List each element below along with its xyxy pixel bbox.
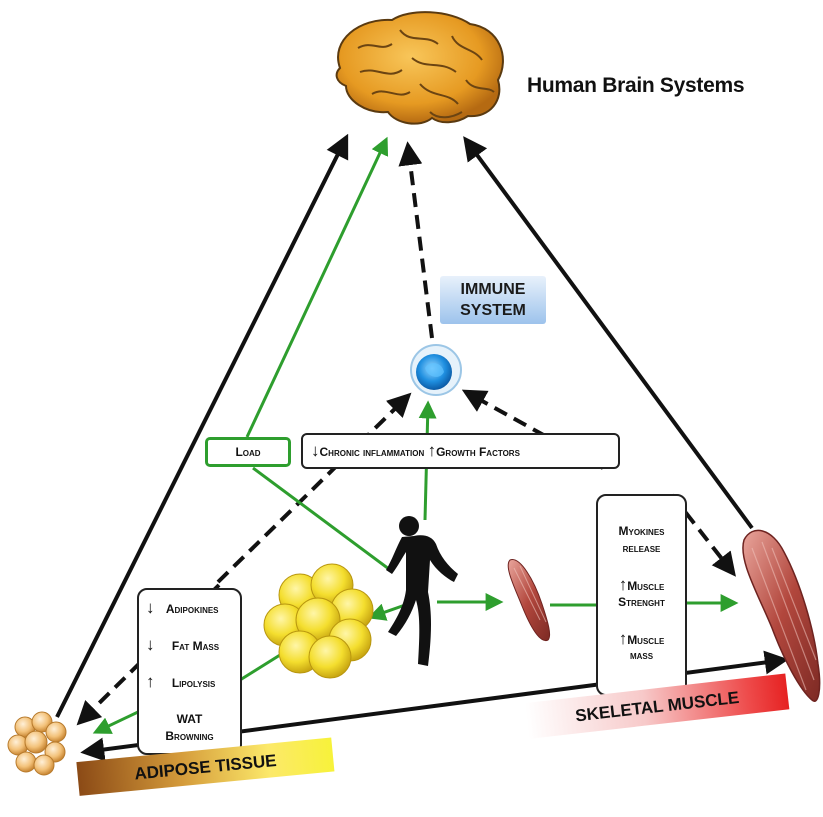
adipose-effects-box: ↓ Adipokines ↓ Fat Mass ↑ Lipolysis WAT … (137, 588, 242, 755)
up-arrow-icon: ↑ (619, 575, 628, 594)
brain-icon (337, 12, 503, 124)
small-muscle-icon (508, 560, 549, 641)
factors-box: ↓Chronic inflammation ↑Growth Factors (301, 433, 620, 469)
muscle-label-2: Muscle (627, 633, 664, 647)
dashed-arrow-fat-to-immune (218, 396, 408, 582)
down-arrow-icon: ↓ (146, 635, 155, 654)
down-arrow-icon: ↓ (146, 598, 155, 617)
runner-icon (386, 516, 458, 666)
muscle-effects-box: Myokines release ↑Muscle Strenght ↑Muscl… (596, 494, 687, 696)
green-arrow-load-to-brain (247, 140, 386, 437)
immune-line-2: SYSTEM (440, 300, 546, 321)
fat-mass-row: ↓ Fat Mass (146, 635, 247, 655)
diagram-title: Human Brain Systems (527, 74, 744, 98)
lipolysis-row: ↑ Lipolysis (146, 672, 247, 692)
immune-cell-icon (411, 345, 461, 395)
immune-line-1: IMMUNE (440, 279, 546, 300)
muscle-mass-line1: ↑Muscle (598, 629, 685, 649)
green-line-load-to-runner (253, 468, 393, 572)
adipokines-row: ↓ Adipokines (146, 598, 247, 618)
myokines-label: Myokines (598, 524, 685, 538)
fat-cluster-icon (264, 564, 373, 678)
arrow-muscle-to-brain (466, 140, 752, 528)
up-arrow-icon: ↑ (146, 672, 155, 691)
strenght-label: Strenght (598, 595, 685, 609)
wat-label: WAT (139, 712, 240, 726)
muscle-label-1: Muscle (627, 579, 664, 593)
green-arrow-box-to-adipose (96, 712, 138, 732)
growth-factors-label: Growth Factors (436, 445, 520, 459)
chronic-inflammation-label: Chronic inflammation (320, 445, 425, 459)
down-arrow-icon: ↓ (311, 441, 320, 460)
release-label: release (598, 541, 685, 555)
up-arrow-icon: ↑ (428, 441, 437, 460)
dashed-arrow-immune-to-brain (408, 146, 432, 338)
fat-mass-label: Fat Mass (172, 639, 219, 653)
browning-label: Browning (139, 729, 240, 743)
mass-label: mass (598, 648, 685, 662)
muscle-strength-line1: ↑Muscle (598, 575, 685, 595)
load-box: Load (205, 437, 291, 467)
immune-system-label: IMMUNE SYSTEM (440, 276, 546, 324)
adipokines-label: Adipokines (166, 602, 219, 616)
lipolysis-label: Lipolysis (172, 676, 216, 690)
up-arrow-icon: ↑ (619, 629, 628, 648)
adipose-cluster-icon (8, 712, 66, 775)
